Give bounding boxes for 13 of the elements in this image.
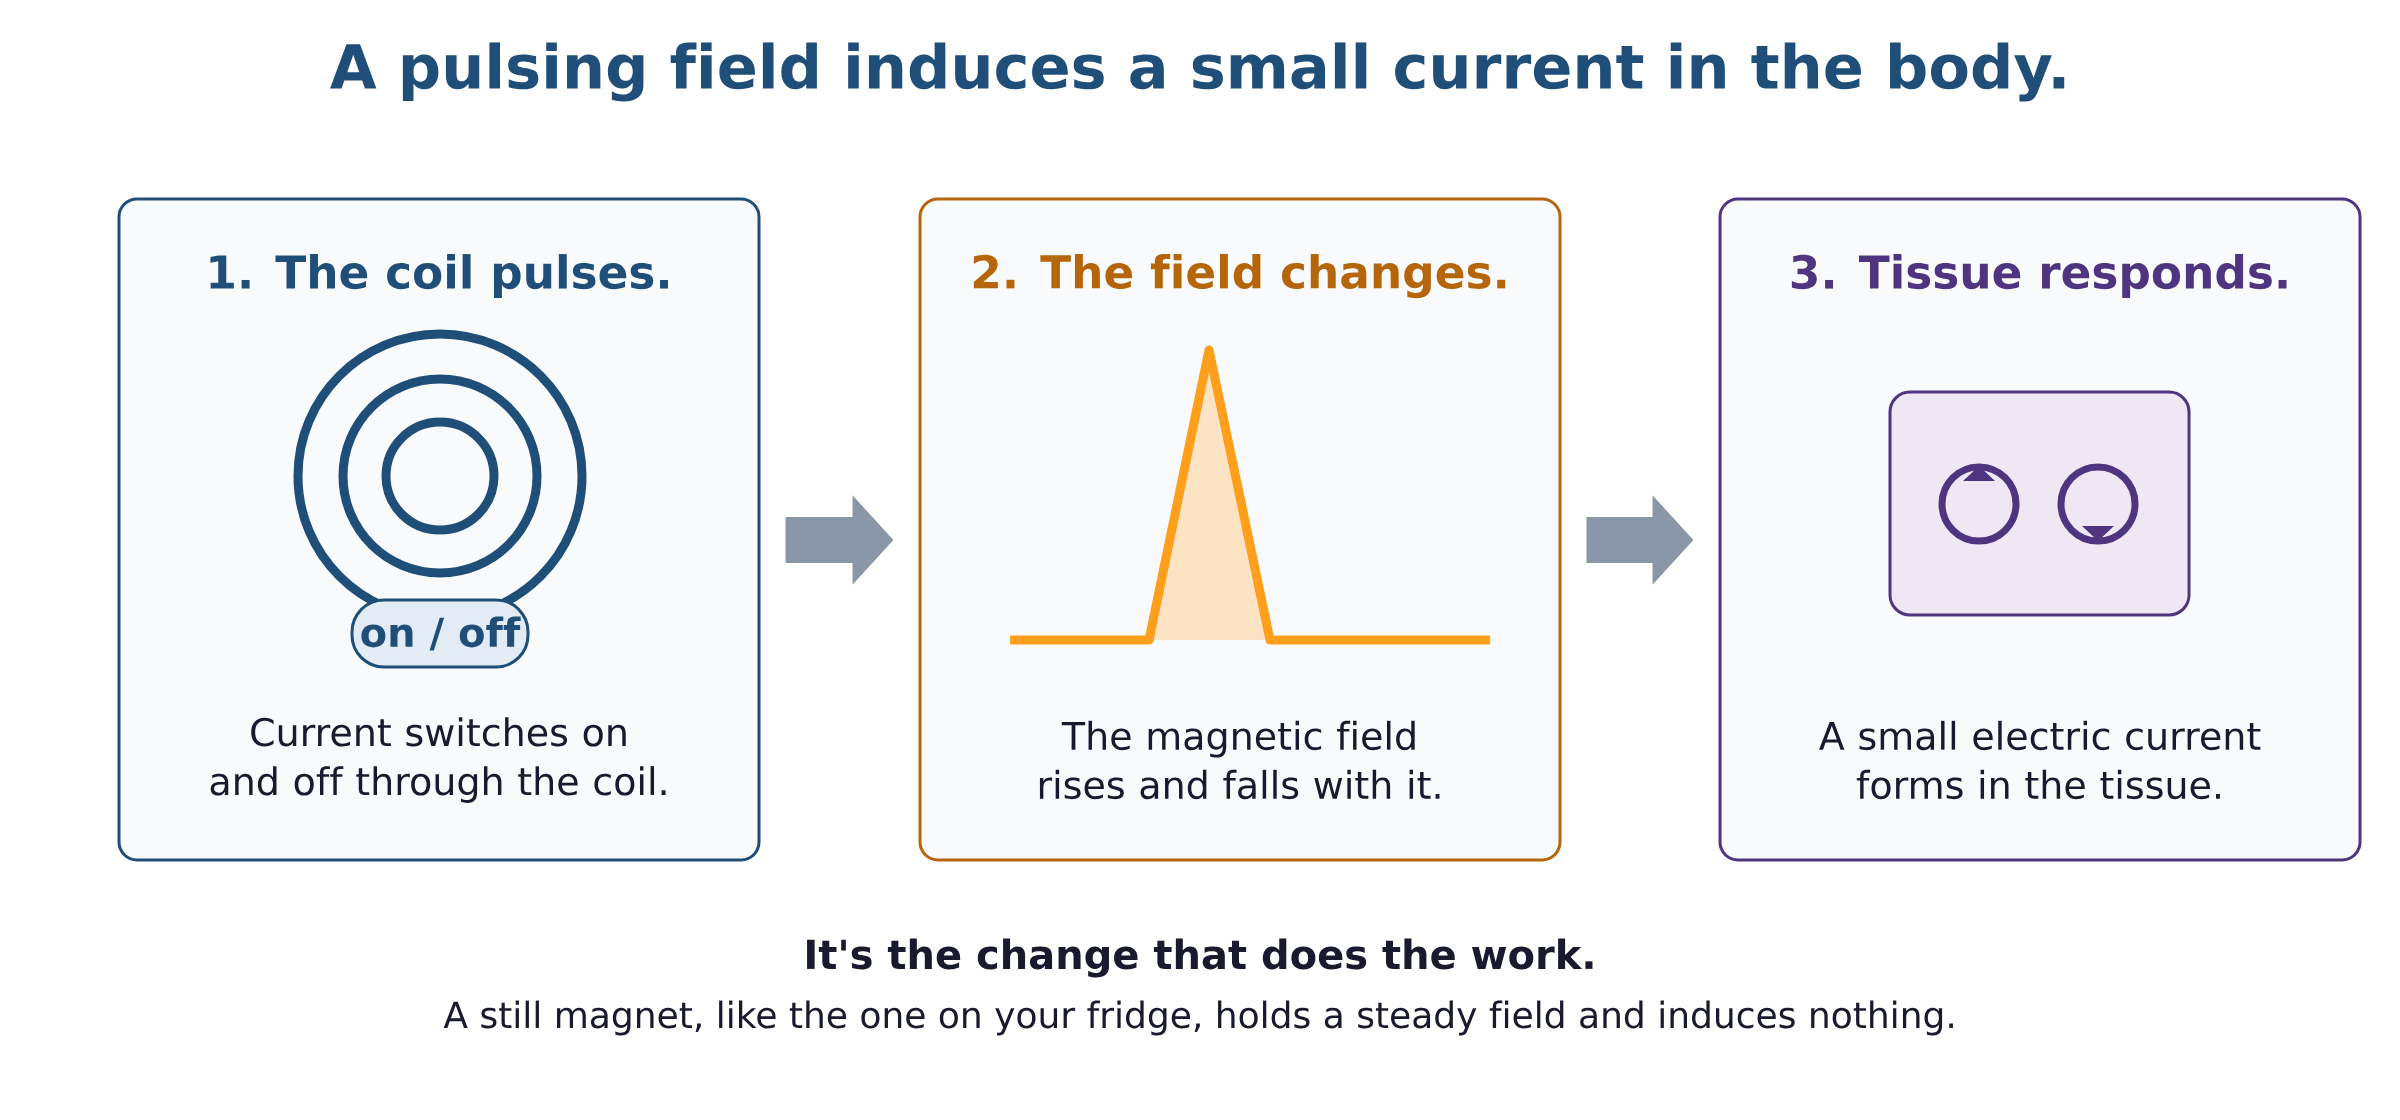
- note: A still magnet, like the one on your fridge, holds a steady field and induces nothing.: [443, 1000, 1953, 1036]
- step-heading: 2. The field changes.: [973, 253, 1506, 299]
- step-panel: [918, 197, 1562, 862]
- step-panel: [117, 197, 761, 862]
- switch-label: on / off: [350, 598, 530, 669]
- takeaway-heading: It's the change that does the work.: [807, 938, 1593, 978]
- step-description: Current switches on and off through the coil.: [210, 717, 666, 803]
- step-description: The magnetic field rises and falls with it.: [1039, 720, 1440, 800]
- step-heading: 3. Tissue responds.: [1791, 254, 2287, 298]
- title: A pulsing field induces a small current in the body.: [330, 42, 2065, 102]
- tissue-box: [1888, 390, 2191, 617]
- step-heading: 1. The coil pulses.: [210, 254, 668, 298]
- step-description: A small electric current forms in the tissue.: [1819, 720, 2261, 800]
